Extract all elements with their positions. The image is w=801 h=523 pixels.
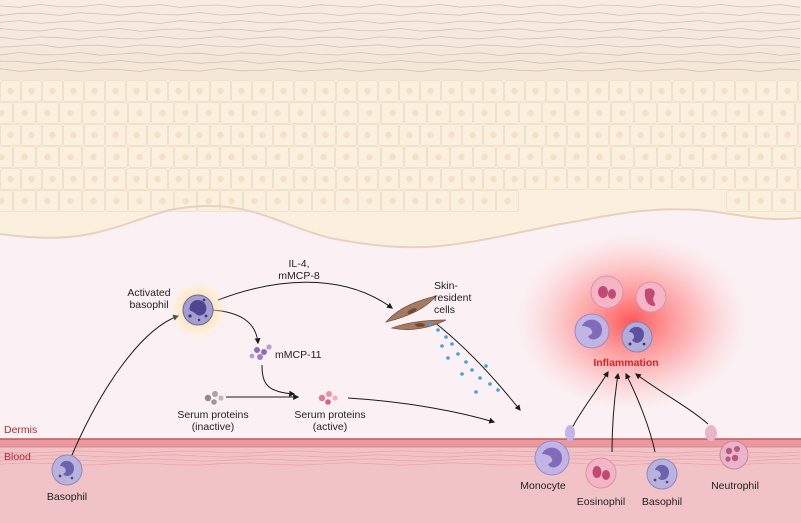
arrow-basophil-to-activated [71, 314, 180, 456]
label-activated-line2: basophil [129, 299, 168, 311]
serum-proteins-active [318, 391, 338, 405]
label-il4: IL-4, [288, 258, 309, 270]
label-serum-active-line1: Serum proteins [294, 409, 365, 421]
label-mmcp8: mMCP-8 [278, 270, 320, 282]
arrow-eosinophil-to-inflammation [611, 372, 621, 453]
eosinophil-blood-cell [585, 457, 617, 489]
monocyte-inflammation [574, 313, 610, 349]
inflammation-cells [574, 275, 667, 353]
arrow-to-skin-cells [217, 281, 393, 309]
arrow-cytokines-to-vessel [433, 321, 521, 411]
arrows [71, 281, 709, 456]
label-eosinophil: Eosinophil [577, 496, 625, 508]
label-mmcp11: mMCP-11 [275, 349, 322, 361]
neutrophil-transmigrating [705, 425, 749, 470]
inflammation-glow [517, 234, 747, 410]
stratum-corneum [0, 3, 801, 73]
label-skin-line1: Skin- [434, 280, 458, 292]
labels: IL-4, mMCP-8 Activated basophil Skin- re… [4, 258, 759, 508]
arrow-neutrophil-to-inflammation [635, 373, 709, 425]
label-serum-active-line2: (active) [313, 421, 347, 433]
label-inflammation: Inflammation [593, 357, 658, 369]
arrow-basophil-to-inflammation [625, 372, 656, 453]
arrow-monocyte-to-inflammation [571, 370, 609, 429]
label-basophil-blood: Basophil [47, 491, 87, 503]
label-dermis: Dermis [4, 424, 37, 436]
label-blood: Blood [4, 451, 31, 463]
cytokine-dots [428, 322, 500, 394]
arrow-mmcp11-to-serum [261, 364, 296, 397]
blood-vessel [0, 438, 801, 523]
activated-basophil-cell [168, 280, 228, 340]
label-serum-inactive-line1: Serum proteins [177, 409, 248, 421]
basophil-right-blood-cell [646, 458, 678, 490]
label-serum-inactive-line2: (inactive) [192, 421, 235, 433]
label-skin-line3: cells [434, 304, 455, 316]
basophil-blood-cell [51, 454, 83, 486]
label-basophil-right: Basophil [642, 496, 682, 508]
label-skin-line2: resident [434, 292, 471, 304]
label-monocyte: Monocyte [520, 480, 566, 492]
basophil-inflammation [621, 321, 653, 353]
serum-proteins-inactive [204, 391, 224, 405]
keratinocytes [0, 80, 801, 212]
monocyte-transmigrating [534, 425, 575, 476]
skin-resident-cells [384, 295, 447, 330]
mmcp11-molecules [249, 344, 272, 360]
arrow-serum-to-vessel [347, 397, 496, 424]
eosinophil-top-right [635, 281, 667, 313]
eosinophil-top-left [590, 275, 624, 309]
label-neutrophil: Neutrophil [711, 480, 759, 492]
epidermis-layer [0, 0, 801, 249]
label-activated-line1: Activated [127, 287, 170, 299]
